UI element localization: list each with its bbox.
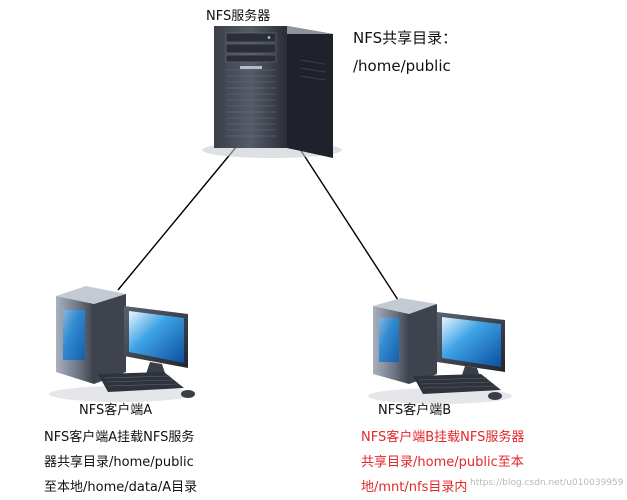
client-b-desc-line: NFS客户端B挂载NFS服务器 [361,430,525,445]
client-a-desc-line: 至本地/home/data/A目录 [44,480,198,495]
client-b-description: NFS客户端B挂载NFS服务器 共享目录/home/public至本 地/mnt… [361,425,524,500]
server-share-path: /home/public [353,57,451,75]
server-title: NFS服务器 [206,9,271,24]
client-a-description: NFS客户端A挂载NFS服务 器共享目录/home/public 至本地/hom… [44,425,197,500]
client-a-desc-line: 器共享目录/home/public [44,455,194,470]
link-line-server-to-client-b [297,145,401,304]
link-line-server-to-client-a [117,145,238,291]
watermark: https://blog.csdn.net/u010039959 [470,478,624,488]
client-b-desc-line: 地/mnt/nfs目录内 [361,480,468,495]
client-a-title: NFS客户端A [79,403,153,418]
client-b-title: NFS客户端B [378,403,452,418]
server-share-label: NFS共享目录： [353,29,458,47]
client-b-desc-line: 共享目录/home/public至本 [361,455,524,470]
client-a-desc-line: NFS客户端A挂载NFS服务 [44,430,195,445]
client-a-computer-icon [49,286,195,402]
client-b-computer-icon [368,298,512,404]
server-tower-icon [202,26,342,158]
